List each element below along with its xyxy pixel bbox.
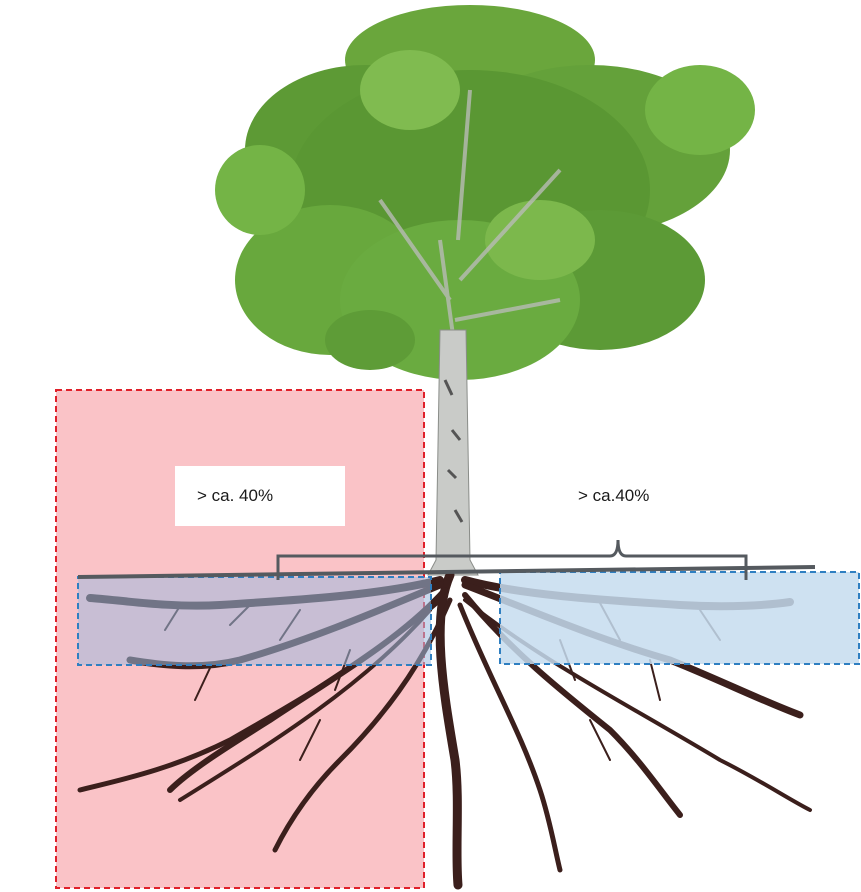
left-share-label: > ca. 40% (197, 486, 273, 506)
right-topsoil-band (500, 572, 859, 664)
left-share-label-box: > ca. 40% (175, 466, 345, 526)
tree-canopy (215, 5, 755, 380)
right-share-label: > ca.40% (578, 486, 649, 506)
left-topsoil-band (78, 577, 431, 665)
